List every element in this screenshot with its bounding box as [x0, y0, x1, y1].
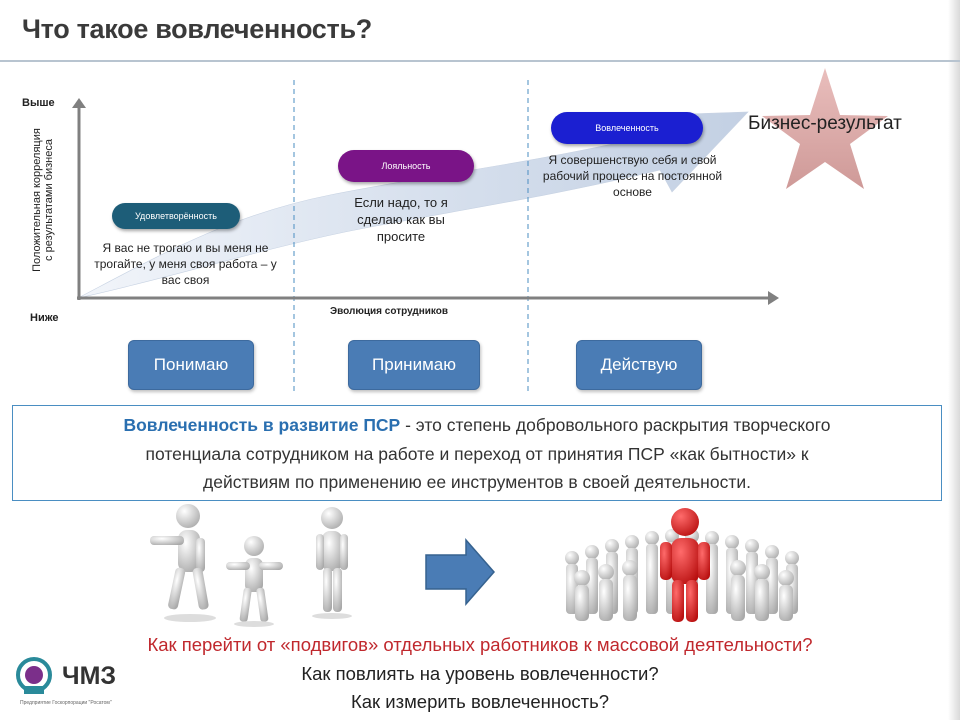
stage-pill-satisfaction: Удовлетворённость	[112, 203, 240, 229]
question-measure-engagement: Как измерить вовлеченность?	[350, 691, 610, 712]
stage-text-satisfaction: Я вас не трогаю и вы меня не трогайте, у…	[94, 241, 277, 287]
gray-figure-3	[312, 507, 352, 619]
definition-line-2: потенциала сотрудником на работе и перех…	[145, 444, 809, 464]
engagement-evolution-chart	[72, 68, 888, 395]
y-axis-low-label: Ниже	[30, 312, 59, 324]
gray-figure-1	[150, 504, 216, 622]
business-result-label: Бизнес-результат	[748, 113, 902, 134]
stage-pill-loyalty: Лояльность	[338, 150, 474, 182]
definition-box: Вовлеченность в развитие ПСР - это степе…	[12, 405, 942, 501]
company-logo-subtitle: Предприятие Госкорпорации "Росатом"	[20, 700, 112, 706]
star-icon	[762, 68, 888, 189]
question-influence-engagement: Как повлиять на уровень вовлеченности?	[301, 663, 659, 684]
title-divider	[0, 60, 960, 62]
transition-arrow-icon	[425, 538, 495, 606]
understand-button[interactable]: Понимаю	[128, 340, 254, 390]
evolution-arrow	[77, 111, 749, 299]
accept-button[interactable]: Принимаю	[348, 340, 480, 390]
people-illustration	[150, 504, 799, 627]
definition-line-1: Вовлеченность в развитие ПСР - это степе…	[123, 415, 831, 435]
x-axis-title: Эволюция сотрудников	[330, 306, 449, 317]
red-leader-figure	[660, 508, 710, 622]
question-mass-activity: Как перейти от «подвигов» отдельных рабо…	[147, 634, 813, 655]
gray-figure-2	[226, 536, 283, 627]
company-logo-icon	[16, 657, 52, 694]
slide-edge-shadow	[948, 0, 960, 720]
act-button[interactable]: Действую	[576, 340, 702, 390]
y-axis-high-label: Выше	[22, 97, 55, 109]
stage-text-loyalty: Если надо, то я сделаю как вы просите	[354, 195, 448, 244]
stage-pill-engagement: Вовлеченность	[551, 112, 703, 144]
slide-title: Что такое вовлеченность?	[22, 14, 372, 44]
x-axis-arrowhead	[768, 291, 779, 305]
y-axis-title: Положительная корреляция с результатами …	[31, 128, 55, 272]
stage-text-engagement: Я совершенствую себя и свой рабочий проц…	[542, 153, 723, 199]
y-axis-arrowhead	[72, 98, 86, 108]
company-logo-text: ЧМЗ	[62, 662, 117, 690]
definition-line-3: действиям по применению ее инструментов …	[203, 472, 751, 492]
